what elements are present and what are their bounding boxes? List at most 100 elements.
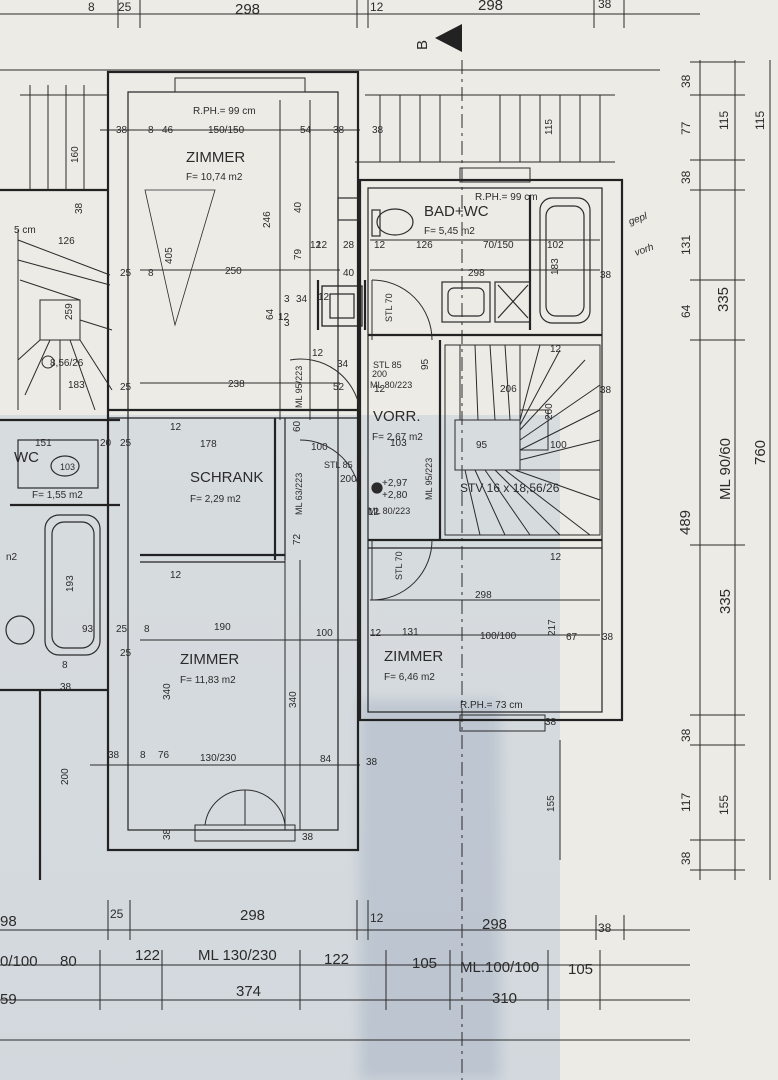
dim-38c: 38 (602, 632, 614, 643)
dim-right-335b: 335 (717, 589, 734, 614)
dim-12h: 12 (170, 570, 182, 581)
room-wc-left-name: WC (14, 449, 39, 466)
room-zimmer-bl-area: F= 11,83 m2 (180, 675, 236, 686)
handwriting-1: gepl (627, 211, 649, 228)
dim-right-38c: 38 (679, 728, 693, 742)
dim-right-115b: 115 (753, 111, 767, 130)
room-schrank-area: F= 2,29 m2 (190, 494, 241, 505)
dim-right-77: 77 (679, 121, 693, 135)
dim-8c: 8 (148, 268, 154, 279)
dim-38e: 38 (366, 757, 378, 768)
dim-40: 40 (293, 201, 304, 213)
dim-64a: 64 (265, 308, 276, 320)
dim-bottom-12: 12 (370, 911, 384, 925)
left-staircase (17, 85, 113, 411)
dim-34b: 34 (337, 359, 349, 370)
dim-top-298b: 298 (478, 0, 503, 14)
dim-8d: 8 (144, 624, 150, 635)
dim-right-38b: 38 (679, 170, 693, 184)
dim-250: 250 (225, 266, 242, 277)
dim-72: 72 (292, 533, 303, 545)
room-bad-area: F= 5,45 m2 (424, 226, 475, 237)
dim-right-117: 117 (679, 793, 693, 812)
dim-12k: 12 (278, 312, 290, 323)
dim-52: 52 (333, 382, 345, 393)
dim-38h: 38 (600, 270, 612, 281)
dim-bottom-105a: 105 (412, 955, 437, 972)
dim-bottom-ml1: ML 130/230 (198, 947, 277, 964)
dim-126b: 126 (58, 236, 75, 247)
dim-bottom-38: 38 (598, 921, 612, 935)
dim-right-38d: 38 (679, 851, 693, 865)
dim-bottom-122b: 122 (324, 951, 349, 968)
dim-38a: 38 (116, 125, 128, 136)
dim-76: 76 (158, 750, 170, 761)
dim-178: 178 (200, 439, 217, 450)
room-zimmer-br-rph: R.PH.= 73 cm (460, 700, 523, 711)
dim-12c: 12 (318, 292, 330, 303)
door-ml80-bot: ML 80/223 (368, 506, 410, 516)
handwriting-2: vorh (633, 242, 655, 259)
dim-131b: 131 (402, 627, 419, 638)
dim-38j: 38 (60, 682, 72, 693)
dim-259: 259 (64, 303, 75, 320)
dim-60: 60 (292, 420, 303, 432)
dim-84: 84 (320, 754, 332, 765)
dim-40b: 40 (343, 268, 355, 279)
dim-8e: 8 (62, 660, 68, 671)
dim-bottom-298b: 298 (482, 916, 507, 933)
dim-top-8: 8 (88, 0, 95, 14)
dim-340b: 340 (288, 691, 299, 708)
dim-12m: 12 (368, 507, 380, 518)
section-letter: B (414, 40, 431, 50)
room-wc-left-area: F= 1,55 m2 (32, 490, 83, 501)
dim-160: 160 (70, 146, 81, 163)
door-stl70-bot: STL 70 (394, 551, 404, 580)
dim-right-115a: 115 (717, 111, 731, 130)
room-vorr-name: VORR. (373, 408, 421, 425)
room-zimmer-top-rph: R.PH.= 99 cm (193, 106, 256, 117)
dim-38d: 38 (108, 750, 120, 761)
dim-93: 93 (82, 624, 94, 635)
dim-38l: 38 (302, 832, 314, 843)
room-bad-rph: R.PH.= 99 cm (475, 192, 538, 203)
dim-right-131: 131 (679, 235, 693, 255)
dim-25c: 25 (120, 268, 132, 279)
dim-bottom-80: 80 (60, 953, 77, 970)
dim-46: 46 (162, 125, 174, 136)
dim-25b: 25 (116, 624, 128, 635)
room-zimmer-top-name: ZIMMER (186, 149, 245, 166)
dim-12i: 12 (550, 552, 562, 563)
dim-right-489: 489 (677, 510, 694, 535)
room-zimmer-top-window: 150/150 (208, 125, 245, 136)
dim-102: 102 (547, 240, 564, 251)
dim-12a: 12 (316, 240, 328, 251)
dim-right-155: 155 (717, 795, 731, 815)
dim-right-64: 64 (679, 304, 693, 318)
dim-54: 54 (300, 125, 312, 136)
dim-8a: 8 (148, 125, 154, 136)
dim-100b: 100 (311, 442, 328, 453)
dim-200c: 200 (60, 768, 71, 785)
stairs-label: STV 16 x 18,56/26 (460, 481, 560, 495)
dim-12d: 12 (312, 348, 324, 359)
dim-95b: 95 (476, 440, 488, 451)
dim-20: 20 (100, 438, 112, 449)
dim-right-ml: ML 90/60 (717, 438, 734, 500)
dim-top-298a: 298 (235, 1, 260, 18)
door-stl70-top: STL 70 (384, 293, 394, 322)
dim-28: 28 (343, 240, 355, 251)
room-schrank-name: SCHRANK (190, 469, 263, 486)
sanitary-fixtures (5, 197, 591, 656)
dim-100c: 100 (316, 628, 333, 639)
dim-260: 260 (544, 403, 555, 420)
dim-183b: 183 (68, 380, 85, 391)
dim-12j: 12 (550, 344, 562, 355)
dim-38b: 38 (333, 125, 345, 136)
dim-193: 193 (65, 575, 76, 592)
door-ml80-top: ML 80/223 (370, 380, 412, 390)
dim-405: 405 (164, 247, 175, 264)
door-ml95-2: ML 95/223 (424, 458, 434, 500)
dim-bottom-310: 310 (492, 990, 517, 1007)
door-ml63: ML 63/223 (294, 473, 304, 515)
